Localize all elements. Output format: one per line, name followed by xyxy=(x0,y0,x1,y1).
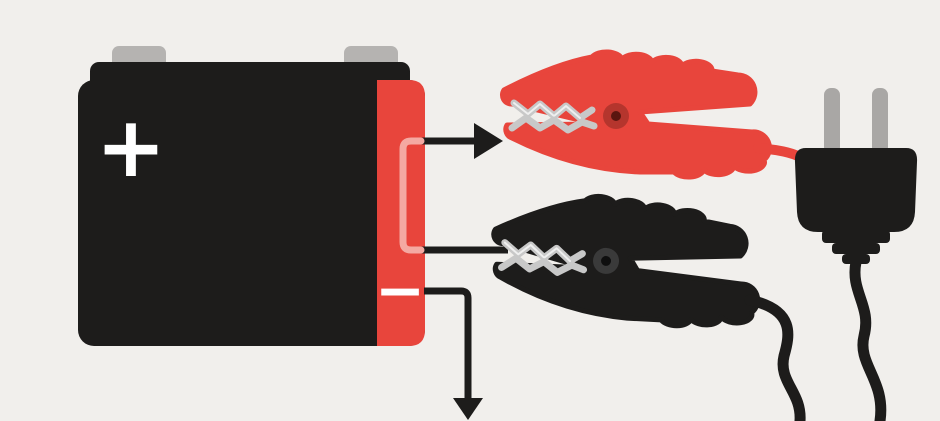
black-clamp-cable xyxy=(744,294,806,421)
plug-prong-right xyxy=(872,88,888,154)
black-clamp-pivot-hole xyxy=(601,255,612,266)
black-clamp xyxy=(491,193,761,329)
power-plug xyxy=(794,88,918,264)
red-clamp-upper-teeth-highlight xyxy=(513,102,581,119)
pink-wire-bracket xyxy=(399,137,425,254)
battery-positive-symbol: + xyxy=(96,98,166,196)
plug-ridge-1 xyxy=(822,230,890,243)
black-clamp-body xyxy=(491,193,761,329)
red-clamp-pivot-hole xyxy=(611,111,621,121)
plug-cord xyxy=(849,256,887,421)
battery-body xyxy=(78,80,425,346)
arrowhead-down xyxy=(453,398,483,420)
plug-body xyxy=(794,148,918,232)
plug-prong-left xyxy=(824,88,840,154)
red-clamp-body xyxy=(499,49,772,180)
wiring-arrows xyxy=(399,123,508,420)
arrowhead-to-red-clamp xyxy=(474,123,503,159)
battery: + − xyxy=(78,46,425,346)
red-clamp-lower-teeth xyxy=(508,114,598,134)
red-clamp xyxy=(499,49,772,180)
black-clamp-upper-teeth-highlight xyxy=(503,241,571,263)
plug-ridge-3 xyxy=(842,254,870,264)
battery-negative-symbol: − xyxy=(375,256,425,326)
plug-ridge-2 xyxy=(832,243,880,254)
line-downward xyxy=(424,287,472,399)
black-clamp-lower-teeth xyxy=(498,254,588,276)
